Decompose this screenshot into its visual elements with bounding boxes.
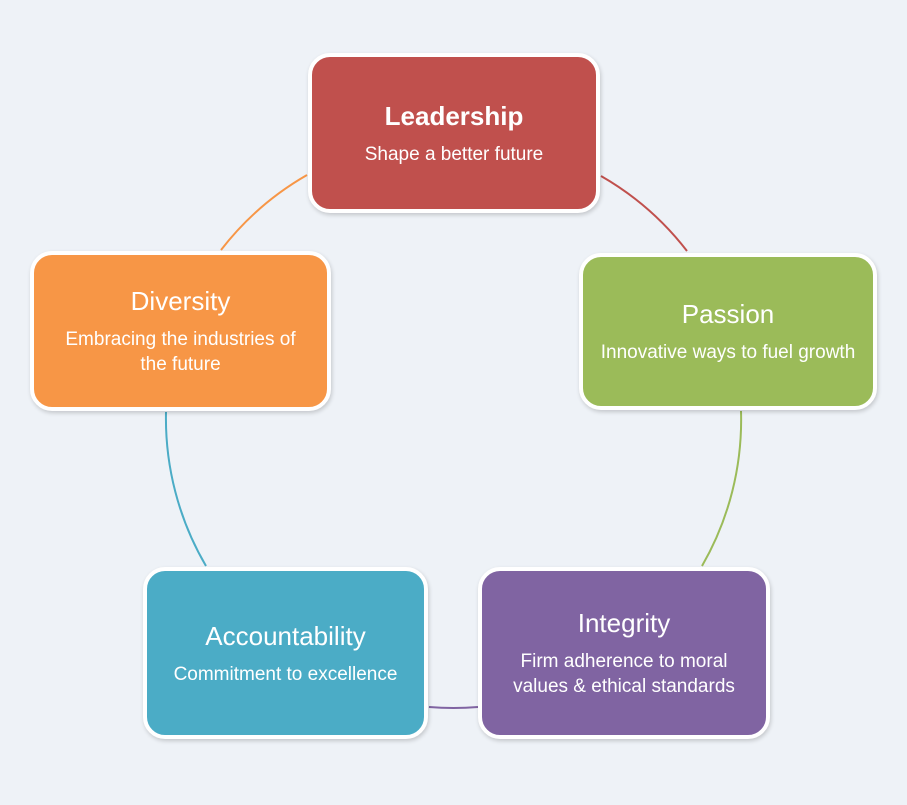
node-leadership: Leadership Shape a better future: [308, 53, 600, 213]
node-title: Diversity: [130, 286, 231, 316]
node-description: Innovative ways to fuel growth: [600, 342, 856, 363]
node-title: Leadership: [384, 100, 524, 131]
node-title: Passion: [681, 299, 775, 329]
node-integrity: Integrity Firm adherence to moral values…: [478, 567, 770, 739]
connector-accountability-diversity: [164, 411, 207, 567]
node-description: Shape a better future: [364, 143, 544, 165]
node-diversity: Diversity Embracing the industries of th…: [30, 251, 331, 411]
connector-diversity-leadership: [220, 174, 308, 251]
node-description: Commitment to excellence: [173, 663, 398, 685]
connector-integrity-accountability: [428, 706, 479, 710]
connector-passion-integrity: [701, 410, 743, 567]
node-accountability: Accountability Commitment to excellence: [143, 567, 428, 739]
node-title: Accountability: [205, 620, 366, 651]
node-description: Embracing the industries of the future: [65, 329, 296, 375]
node-description: Firm adherence to moral values & ethical…: [513, 651, 735, 697]
node-title: Integrity: [577, 608, 671, 638]
node-passion: Passion Innovative ways to fuel growth: [579, 253, 877, 410]
connector-leadership-passion: [600, 175, 688, 252]
